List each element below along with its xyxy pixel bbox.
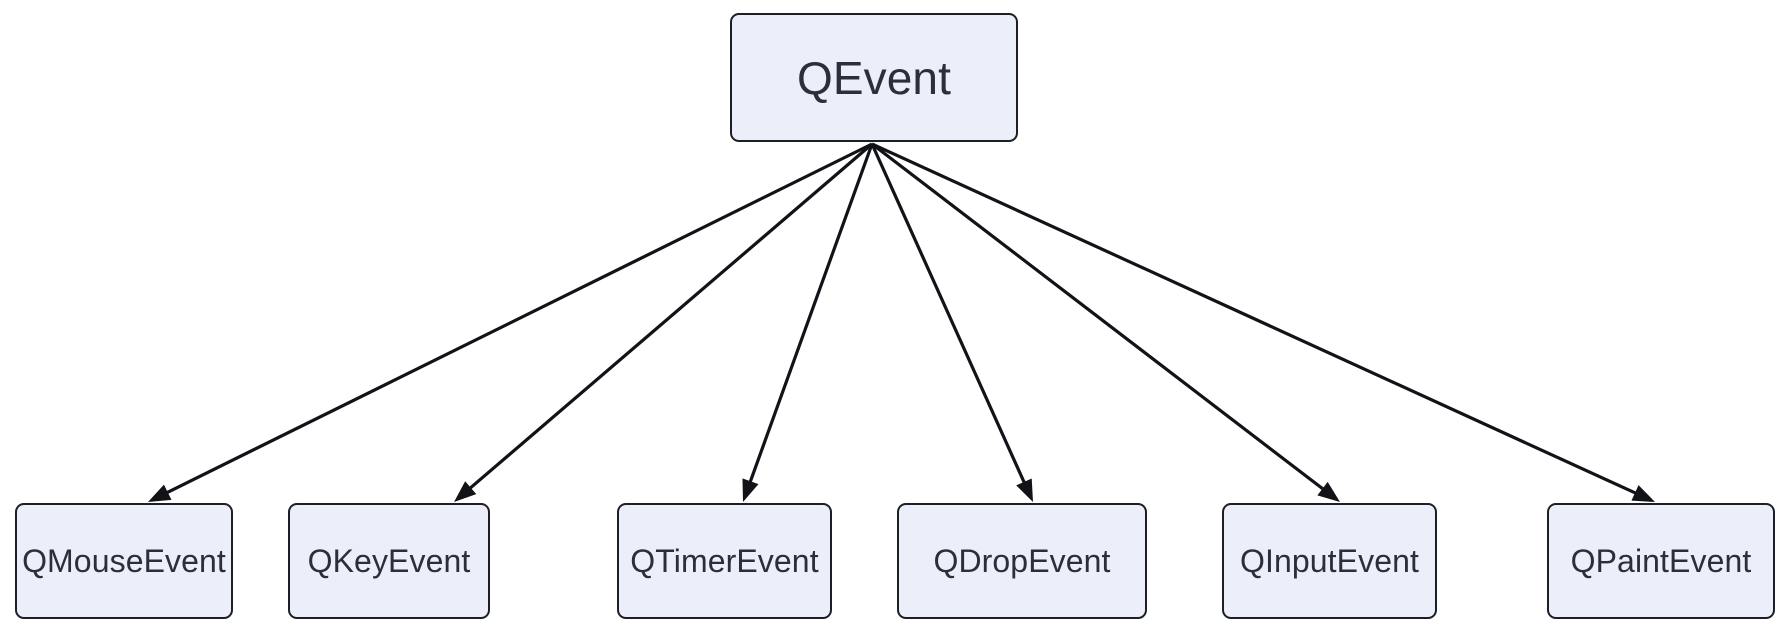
node-qtimerevent-label: QTimerEvent <box>630 543 819 579</box>
arrowhead-icon <box>454 481 477 502</box>
node-qevent-label: QEvent <box>796 51 951 104</box>
inheritance-edge-qkeyevent <box>454 142 874 502</box>
node-qkeyevent-label: QKeyEvent <box>307 543 471 579</box>
node-qpaintevent-label: QPaintEvent <box>1570 543 1752 579</box>
arrowhead-icon <box>1016 478 1033 502</box>
node-qmouseevent[interactable]: QMouseEvent <box>15 503 233 619</box>
inheritance-edge-qpaintevent <box>871 142 1655 502</box>
node-qinputevent[interactable]: QInputEvent <box>1222 503 1437 619</box>
inheritance-edge-qmouseevent <box>148 142 873 502</box>
arrowhead-icon <box>1631 485 1655 502</box>
node-qpaintevent[interactable]: QPaintEvent <box>1547 503 1775 619</box>
inheritance-edge-qdropevent <box>870 143 1033 502</box>
node-qdropevent-label: QDropEvent <box>933 543 1111 579</box>
arrowhead-icon <box>742 478 759 502</box>
node-qkeyevent[interactable]: QKeyEvent <box>288 503 490 619</box>
inheritance-edge-qinputevent <box>871 142 1340 502</box>
arrowhead-icon <box>148 484 172 502</box>
inheritance-edge-qtimerevent <box>742 143 874 502</box>
node-qdropevent[interactable]: QDropEvent <box>897 503 1147 619</box>
node-qtimerevent[interactable]: QTimerEvent <box>617 503 832 619</box>
node-qmouseevent-label: QMouseEvent <box>22 543 226 579</box>
node-qevent[interactable]: QEvent <box>730 13 1018 142</box>
arrowhead-icon <box>1317 481 1340 502</box>
node-qinputevent-label: QInputEvent <box>1240 543 1419 579</box>
